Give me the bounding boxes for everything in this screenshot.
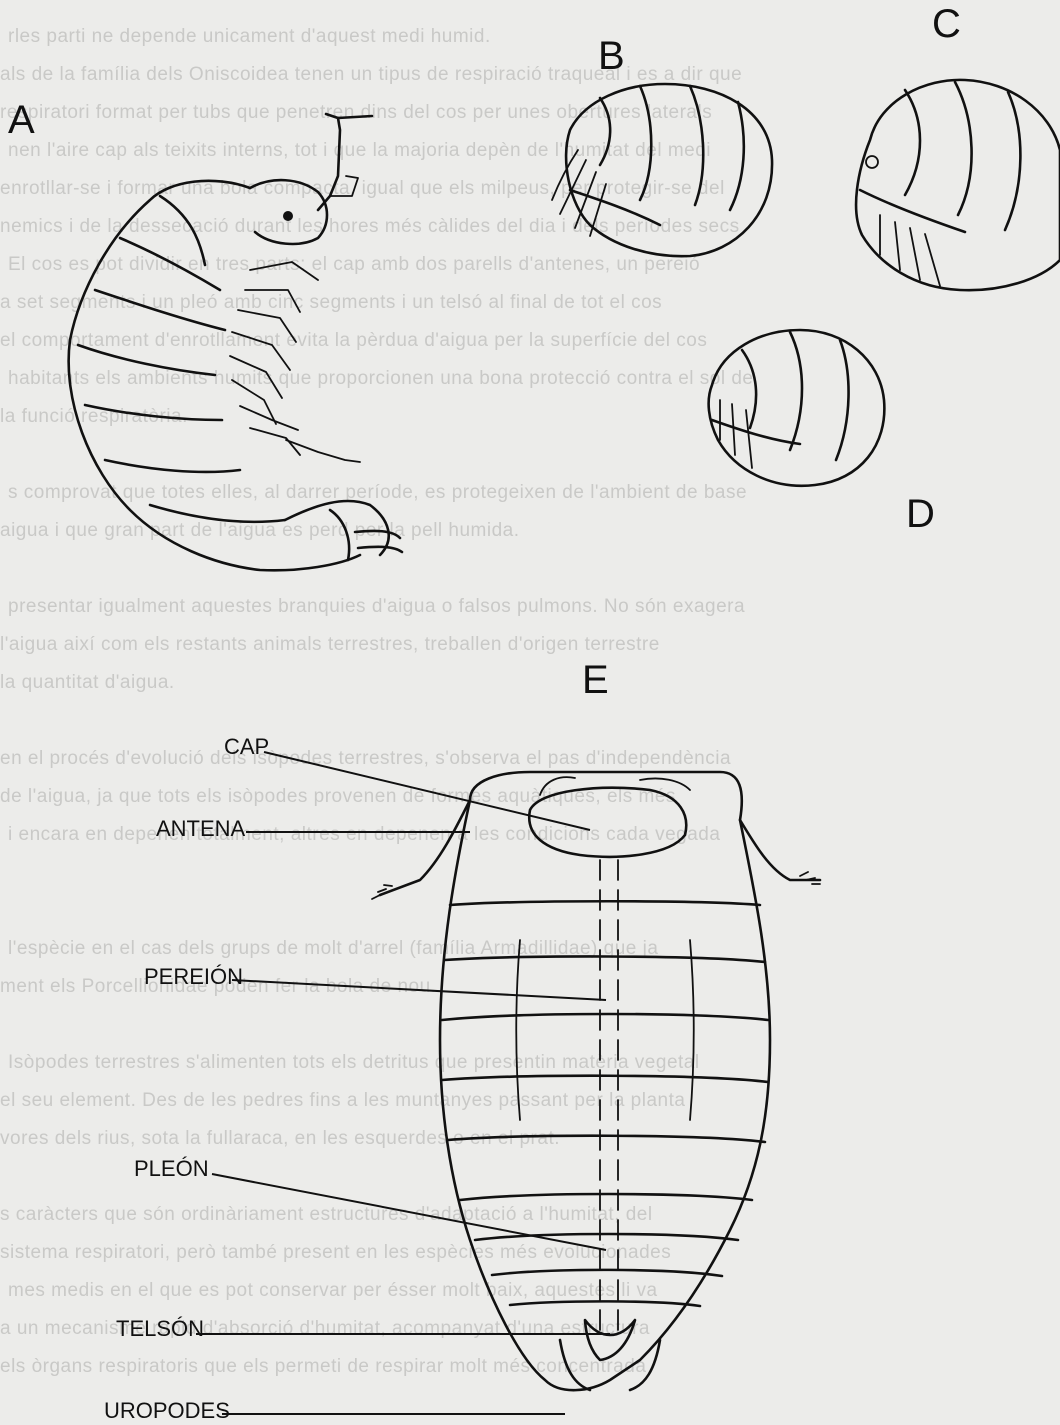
leader-lines: [196, 752, 610, 1414]
isopod-rolled-d: [709, 330, 885, 486]
isopod-dorsal-view: [372, 772, 820, 1390]
isopod-rolled-b: [552, 84, 772, 256]
isopod-rolled-c: [856, 80, 1060, 290]
isopod-side-view: [69, 114, 402, 570]
